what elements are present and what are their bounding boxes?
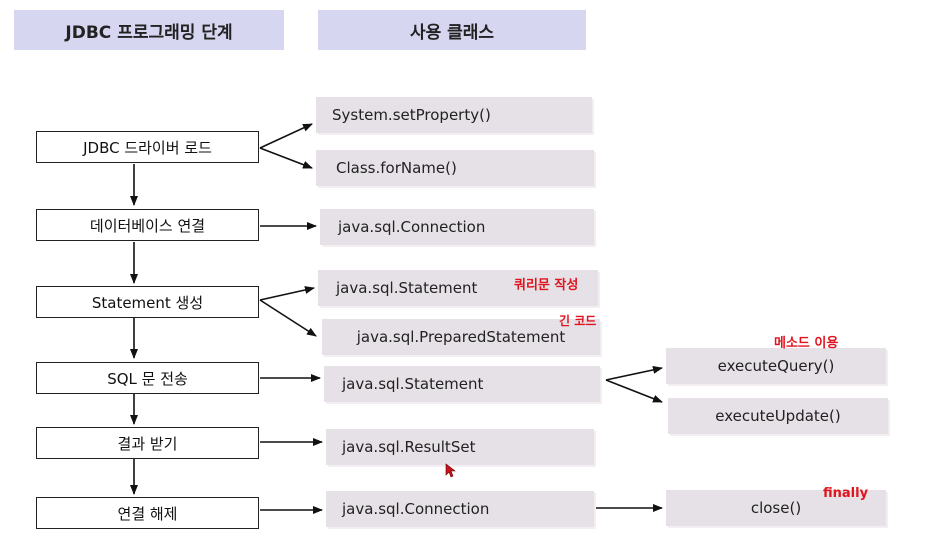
class-set-property-label: System.setProperty() — [332, 106, 491, 124]
class-connection-close-label: java.sql.Connection — [342, 500, 490, 518]
classes-header-label: 사용 클래스 — [409, 22, 495, 43]
steps-header: JDBC 프로그래밍 단계 — [14, 10, 284, 50]
class-for-name-label: Class.forName() — [336, 159, 457, 177]
method-execute-update: executeUpdate() — [668, 398, 888, 434]
step-db-connect: 데이터베이스 연결 — [36, 209, 259, 241]
class-connection-label: java.sql.Connection — [338, 218, 486, 236]
method-execute-update-label: executeUpdate() — [715, 407, 841, 425]
class-prepared-statement: java.sql.PreparedStatement — [322, 319, 600, 355]
class-statement: java.sql.Statement — [318, 270, 598, 306]
class-result-set-label: java.sql.ResultSet — [342, 438, 476, 456]
step-sql-send: SQL 문 전송 — [36, 362, 259, 394]
class-set-property: System.setProperty() — [316, 97, 592, 133]
step-statement-create: Statement 생성 — [36, 286, 259, 318]
class-connection-close: java.sql.Connection — [326, 491, 594, 527]
note-method-use: 메소드 이용 — [774, 336, 839, 351]
step-receive-result: 결과 받기 — [36, 427, 259, 459]
step-statement-create-label: Statement 생성 — [91, 293, 204, 312]
mouse-cursor-icon — [445, 463, 456, 478]
method-execute-query: executeQuery() — [666, 348, 886, 384]
step-driver-load: JDBC 드라이버 로드 — [36, 131, 259, 163]
arrow-statement-executeupdate — [605, 379, 663, 403]
arrow-driver-setproperty — [259, 123, 313, 149]
step-sql-send-label: SQL 문 전송 — [107, 369, 188, 388]
note-long-code: 긴 코드 — [559, 314, 597, 328]
arrow-driver-forname — [259, 147, 313, 169]
method-execute-query-label: executeQuery() — [717, 357, 835, 375]
class-statement-send-label: java.sql.Statement — [342, 375, 484, 393]
steps-header-label: JDBC 프로그래밍 단계 — [65, 22, 233, 43]
note-query-writing: 쿼리문 작성 — [514, 278, 579, 293]
arrow-stmt-statement — [259, 286, 315, 301]
method-close-label: close() — [750, 499, 802, 517]
class-statement-send: java.sql.Statement — [324, 366, 600, 402]
arrow-statement-executequery — [605, 365, 663, 381]
step-driver-load-label: JDBC 드라이버 로드 — [83, 138, 212, 157]
step-db-connect-label: 데이터베이스 연결 — [89, 216, 206, 235]
class-result-set: java.sql.ResultSet — [326, 429, 594, 465]
class-for-name: Class.forName() — [316, 150, 594, 186]
arrow-stmt-prepared — [259, 299, 317, 337]
method-close: close() — [666, 490, 886, 526]
step-close-connection-label: 연결 해제 — [117, 504, 178, 523]
step-close-connection: 연결 해제 — [36, 497, 259, 529]
class-connection: java.sql.Connection — [320, 209, 594, 245]
class-prepared-statement-label: java.sql.PreparedStatement — [356, 328, 566, 346]
step-receive-result-label: 결과 받기 — [117, 434, 178, 453]
class-statement-label: java.sql.Statement — [336, 279, 478, 297]
classes-header: 사용 클래스 — [318, 10, 586, 50]
note-finally: finally — [823, 486, 869, 501]
